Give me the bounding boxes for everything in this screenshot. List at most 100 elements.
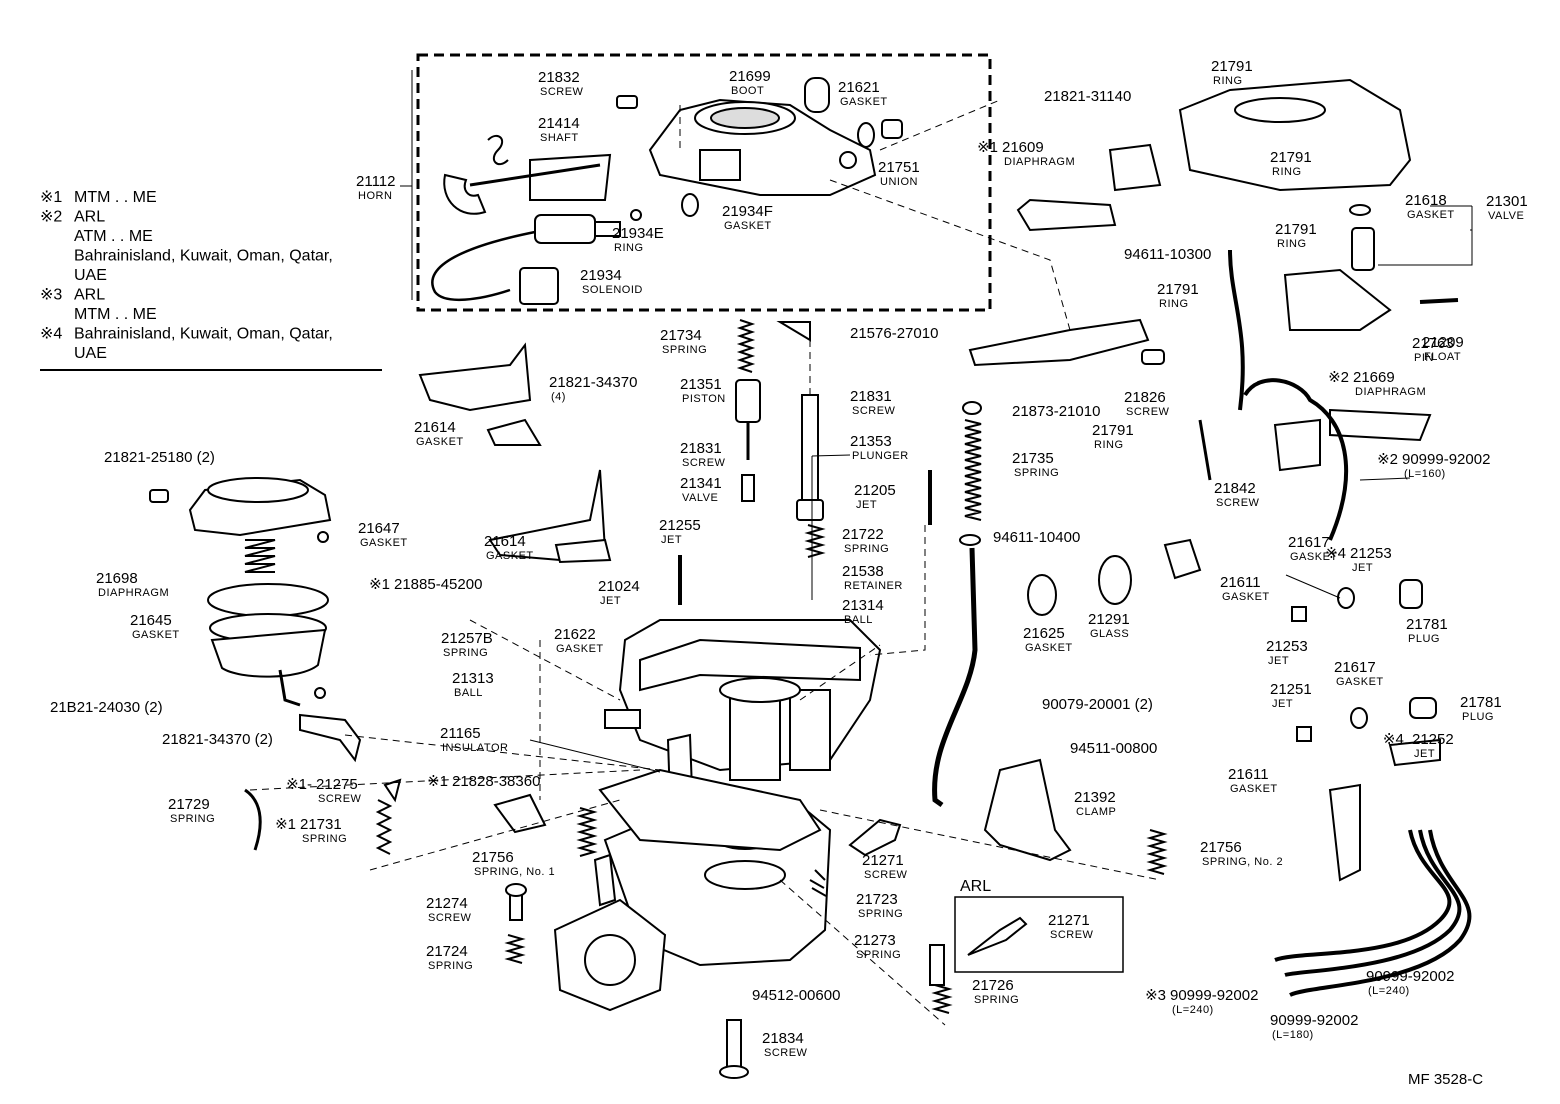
part-number: 90999-92002 — [1366, 968, 1454, 985]
part-number: 21729 — [168, 796, 210, 813]
part-name: SCREW — [764, 1047, 808, 1059]
part-number: 21024 — [598, 578, 640, 595]
part-number: 21726 — [972, 977, 1014, 994]
part-name: SPRING — [302, 833, 347, 845]
note-line: ARL — [74, 287, 105, 304]
callout-94611-10300: 94611-10300 — [1124, 246, 1211, 263]
part-number: 21647 — [358, 520, 400, 537]
part-number: 21538 — [842, 563, 884, 580]
callout-94512-00600: 94512-00600 — [752, 987, 840, 1004]
part-number: 94512-00600 — [752, 987, 840, 1004]
part-number: 21255 — [659, 517, 701, 534]
part-number: 21791 — [1270, 149, 1312, 166]
part-name: JET — [1414, 748, 1435, 760]
note-line: Bahrainisland, Kuwait, Oman, Qatar, — [74, 248, 333, 265]
part-name: GASKET — [1230, 783, 1278, 795]
note-line: Bahrainisland, Kuwait, Oman, Qatar, — [74, 326, 333, 343]
part-name: JET — [856, 499, 877, 511]
note-mark: ※3 — [40, 287, 62, 304]
part-number: 21252 — [1412, 731, 1454, 748]
part-number: 21271 — [862, 852, 904, 869]
part-number: 90999-92002 — [1170, 987, 1258, 1004]
part-number: 21791 — [1157, 281, 1199, 298]
part-name: SPRING — [443, 647, 488, 659]
part-number: 21645 — [130, 612, 172, 629]
callout-21821-31140: 21821-31140 — [1044, 88, 1131, 105]
part-name: RING — [1159, 298, 1189, 310]
callout-21821-34370: 21821-34370(4) — [549, 374, 637, 403]
part-number: 21821-25180 (2) — [104, 449, 215, 466]
note-mark: ※2 — [40, 209, 62, 226]
part-name: SCREW — [1216, 497, 1260, 509]
part-number: 21791 — [1092, 422, 1134, 439]
part-number: 21763 — [1412, 335, 1454, 352]
part-name: SPRING — [844, 543, 889, 555]
part-name: SPRING — [858, 908, 903, 920]
part-name: JET — [600, 595, 621, 607]
part-name: VALVE — [682, 492, 718, 504]
part-number: 21341 — [680, 475, 722, 492]
part-name: RING — [1277, 238, 1307, 250]
part-number: 21112 — [356, 173, 396, 190]
part-name: RING — [1213, 75, 1243, 87]
part-name: GLASS — [1090, 628, 1129, 640]
callout-mark: ※4 — [1325, 545, 1346, 562]
note-mark: ※1 — [40, 189, 62, 206]
callout-21576-27010: 21576-27010 — [850, 325, 938, 342]
part-name: SCREW — [1126, 406, 1170, 418]
part-number: 21781 — [1460, 694, 1502, 711]
part-name: SCREW — [852, 405, 896, 417]
part-number: 21271 — [1048, 912, 1090, 929]
callout-90999-92002: 90999-92002(L=180) — [1270, 1012, 1358, 1041]
callout-mark: ※1 — [275, 816, 296, 833]
part-name: PLUG — [1462, 711, 1494, 723]
part-number: 21828-38360 — [452, 773, 540, 790]
part-number: 21614 — [414, 419, 456, 436]
part-number: 94611-10300 — [1124, 246, 1211, 263]
part-name: (L=240) — [1368, 985, 1410, 997]
part-name: BALL — [844, 614, 873, 626]
callout-21821-25180-2-: 21821-25180 (2) — [104, 449, 215, 466]
part-name: SCREW — [540, 86, 584, 98]
callout-21873-21010: 21873-21010 — [1012, 403, 1100, 420]
part-name: GASKET — [1222, 591, 1270, 603]
part-number: 21669 — [1353, 369, 1395, 386]
part-name: (L=180) — [1272, 1029, 1314, 1041]
part-number: 21831 — [680, 440, 722, 457]
part-name: (4) — [551, 391, 566, 403]
part-name: GASKET — [132, 629, 180, 641]
part-name: INSULATOR — [442, 742, 508, 754]
part-number: 21735 — [1012, 450, 1054, 467]
part-number: 21723 — [856, 891, 898, 908]
